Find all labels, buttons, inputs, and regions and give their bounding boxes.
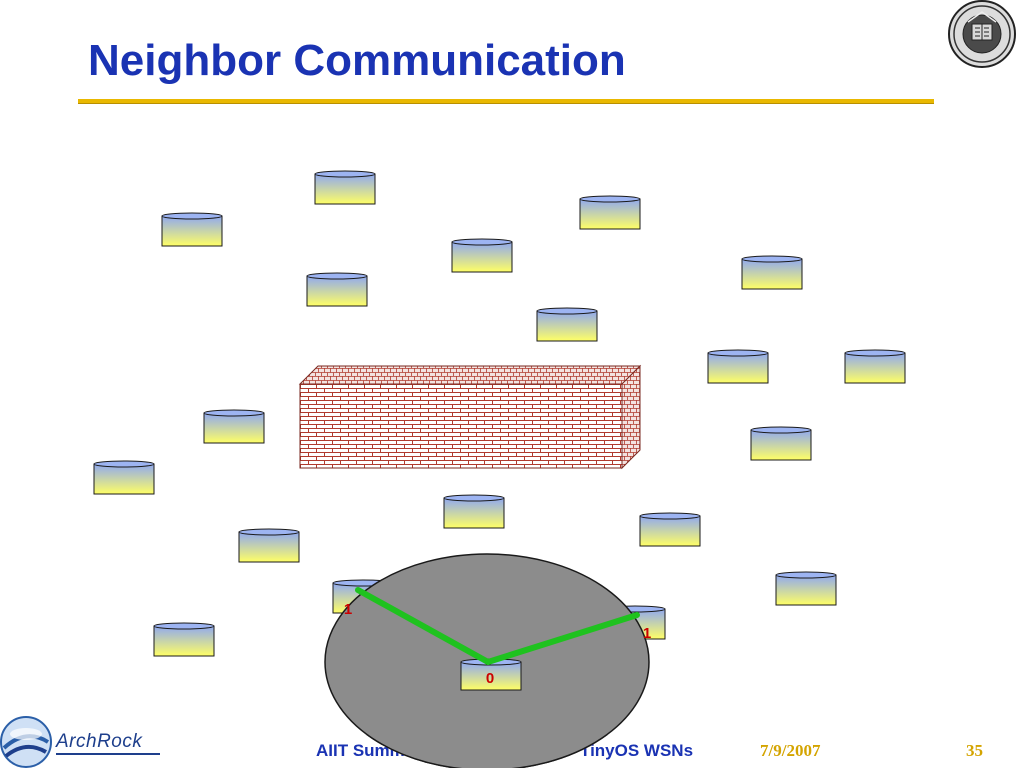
link-left [355,587,491,665]
footer-center-text: TinyOS WSNs [580,741,694,760]
sensor-node [238,528,300,563]
sensor-node [741,255,803,290]
footer-left-text: AIIT Summ [316,741,405,760]
sensor-node [536,307,598,342]
sensor-nodes [93,170,906,657]
hop-label-right: 1 [643,625,651,642]
sensor-node [579,195,641,230]
hop-label-left: 1 [344,601,352,618]
sensor-node [775,571,837,606]
university-seal-icon [948,0,1016,68]
footer-page-number: 35 [966,741,983,760]
sensor-node [161,212,223,247]
sensor-node [639,512,701,547]
slide-title: Neighbor Communication [88,36,626,85]
link-right [485,612,640,665]
brick-wall-top [298,365,642,385]
sensor-node [306,272,368,307]
sensor-node [750,426,812,461]
sensor-node [443,494,505,529]
sensor-node [844,349,906,384]
archrock-logo-underline [56,753,160,755]
brick-wall [298,364,642,470]
sensor-node [707,349,769,384]
brick-wall-side [621,364,641,470]
sensor-node [203,409,265,444]
archrock-logo-icon [0,716,52,768]
title-rule [78,99,934,104]
hop-label-root: 0 [486,670,494,687]
brick-wall-front [299,383,623,469]
sensor-node [93,460,155,495]
archrock-logo-text: ArchRock [56,731,143,752]
footer-date: 7/9/2007 [760,741,821,760]
sensor-node [451,238,513,273]
sensor-node [153,622,215,657]
sensor-node [314,170,376,205]
